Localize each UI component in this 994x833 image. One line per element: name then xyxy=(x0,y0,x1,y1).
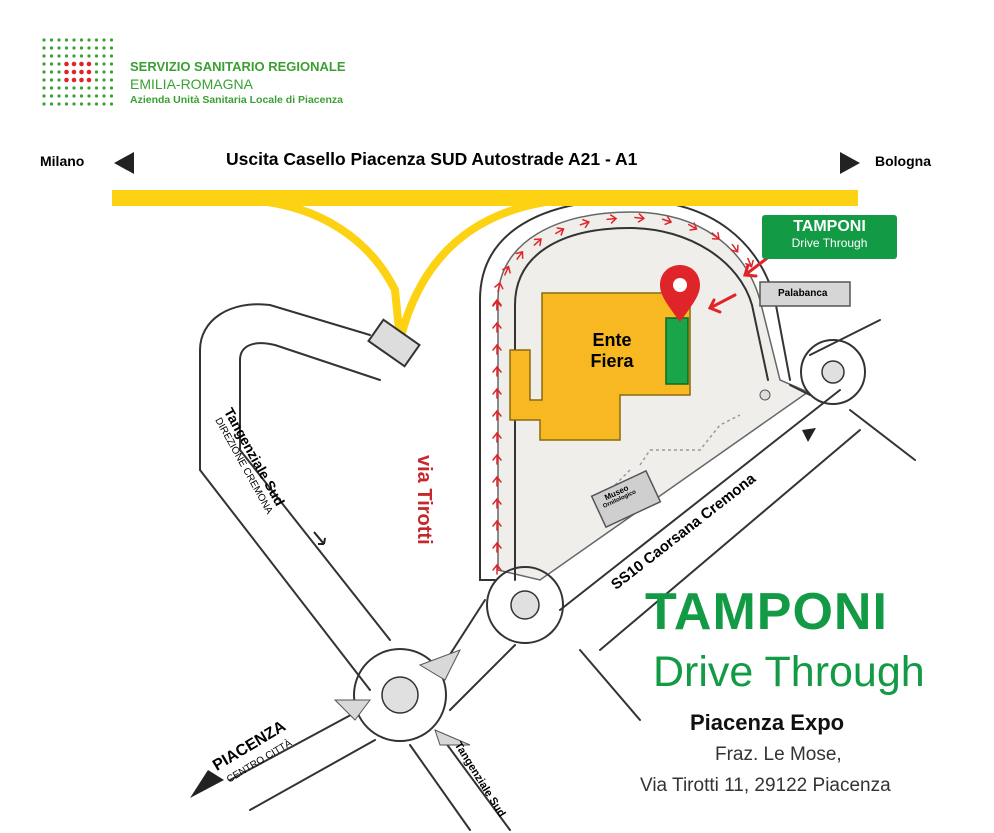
milano-label: Milano xyxy=(40,153,85,169)
location-pin-icon xyxy=(660,265,700,322)
address-line1: Fraz. Le Mose, xyxy=(715,744,842,765)
bologna-label: Bologna xyxy=(875,153,931,169)
ssr-logo-icon xyxy=(42,38,114,106)
arrow-down-right-icon xyxy=(313,531,326,545)
info-title: TAMPONI xyxy=(645,583,888,641)
org-name: SERVIZIO SANITARIO REGIONALE xyxy=(130,59,346,74)
arrow-left-icon xyxy=(114,152,134,174)
org-azienda: Azienda Unità Sanitaria Locale di Piacen… xyxy=(130,94,343,106)
via-tirotti-label: via Tirotti xyxy=(413,455,435,545)
org-region: EMILIA-ROMAGNA xyxy=(130,76,253,92)
venue-name: Piacenza Expo xyxy=(690,710,845,735)
info-subtitle: Drive Through xyxy=(653,648,925,696)
drive-through-badge: TAMPONI Drive Through xyxy=(762,215,897,259)
address-line2: Via Tirotti 11, 29122 Piacenza xyxy=(640,775,891,796)
arrow-right-icon xyxy=(840,152,860,174)
ente-fiera-label: Ente Fiera xyxy=(590,330,634,371)
palabanca-label: Palabanca xyxy=(778,288,828,299)
highway-exit-label: Uscita Casello Piacenza SUD Autostrade A… xyxy=(226,149,638,169)
arrow-down-left-icon xyxy=(190,770,224,798)
